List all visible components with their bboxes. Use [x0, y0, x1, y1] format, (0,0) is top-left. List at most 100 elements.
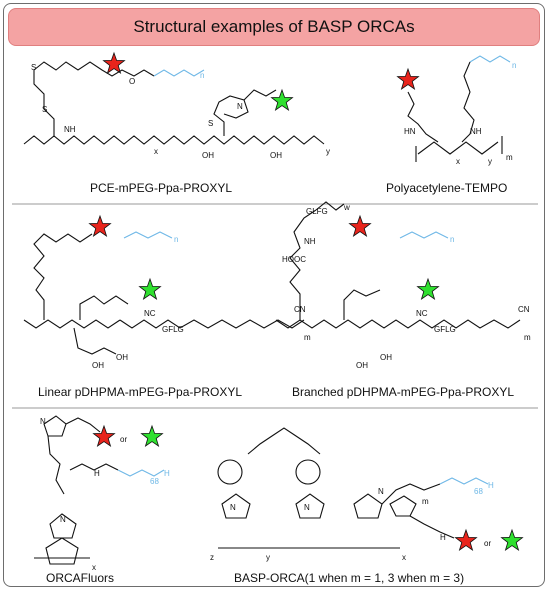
green-star-icon	[501, 529, 523, 551]
red-star-icon	[455, 529, 477, 551]
cn-label: CN	[518, 305, 530, 314]
x-subscript: x	[456, 157, 460, 166]
y-subscript: y	[266, 553, 270, 562]
branched-lysine-arm	[289, 209, 317, 320]
caption-pce: PCE-mPEG-Ppa-PROXYL	[90, 181, 232, 195]
pce-succinimide	[213, 95, 249, 136]
oh-label: OH	[356, 361, 368, 370]
caption-orcafluors: ORCAFluors	[46, 571, 114, 585]
n-label: N	[230, 503, 236, 512]
n-label: N	[60, 515, 66, 524]
structures-canvas: S S NH O N S OH OH n x y PCE-mPEG-Ppa-PR…	[12, 52, 538, 585]
imide-ring	[49, 513, 77, 539]
basp-arm	[381, 483, 441, 505]
pa-right-chain	[461, 61, 475, 143]
panel-branched: GLFG w HOOC NH GFLG NC CN OH OH m n Bran…	[275, 201, 531, 399]
branched-top	[315, 201, 345, 211]
pce-sidechain-right	[243, 89, 277, 101]
linear-sidechain-2	[79, 295, 129, 320]
acetal-crosslinker	[247, 427, 321, 455]
nc-label: NC	[416, 309, 428, 318]
caption-basp: BASP-ORCA(1 when m = 1, 3 when m = 3)	[234, 571, 464, 585]
oh-label: OH	[380, 353, 392, 362]
green-star-icon	[141, 425, 163, 447]
orca-peg	[117, 469, 165, 477]
panel-basp: or N N N H H 68 y z x m BASP-ORCA(1 when…	[210, 427, 523, 585]
nh-label: NH	[64, 125, 76, 134]
pa-left-chain	[407, 91, 439, 143]
caption-linear: Linear pDHPMA-mPEG-Ppa-PROXYL	[38, 385, 242, 399]
peg-n-label: n	[174, 235, 178, 244]
hn-label: HN	[404, 127, 416, 136]
peg-n-label: n	[450, 235, 454, 244]
imide-ring-third	[353, 493, 383, 519]
x-subscript: x	[92, 563, 96, 572]
figure-frame: Structural examples of BASP ORCAs S S NH…	[3, 3, 545, 587]
m-subscript: m	[422, 497, 429, 506]
phenyl-ring-right	[295, 459, 321, 485]
oh-label: OH	[116, 353, 128, 362]
or-label: or	[484, 539, 491, 548]
branched-peg	[399, 231, 449, 239]
panel-linear: GFLG NC CN OH OH m n Linear pDHPMA-mPEG-…	[23, 215, 311, 399]
imide-ring-left	[221, 493, 251, 519]
s-label: S	[42, 105, 47, 114]
n-label: N	[378, 487, 384, 496]
z-subscript: z	[210, 553, 214, 562]
red-star-icon	[349, 215, 371, 237]
peg-n-label: n	[512, 61, 516, 70]
linear-peg	[123, 231, 173, 239]
pce-peg-chain	[153, 69, 205, 77]
n-label: N	[237, 102, 243, 111]
h-label: H	[94, 469, 100, 478]
or-label: or	[120, 435, 127, 444]
h-label: H	[440, 533, 446, 542]
nh-label: NH	[470, 127, 482, 136]
m-subscript: m	[304, 333, 311, 342]
green-star-icon	[417, 278, 439, 300]
glfg-label: GLFG	[306, 207, 328, 216]
figure-title: Structural examples of BASP ORCAs	[133, 17, 415, 36]
gflg-label: GFLG	[434, 325, 456, 334]
green-star-icon	[271, 89, 293, 111]
gflg-label: GFLG	[162, 325, 184, 334]
linear-sidechain-1	[33, 233, 93, 320]
imide-ring-right	[295, 493, 325, 519]
s-label: S	[31, 63, 36, 72]
y-subscript: y	[326, 147, 330, 156]
o-label: O	[129, 77, 135, 86]
oh-label: OH	[92, 361, 104, 370]
peg-n-label: n	[200, 71, 204, 80]
phenyl-ring-left	[217, 459, 243, 485]
w-subscript: w	[343, 203, 350, 212]
y-subscript: y	[488, 157, 492, 166]
oh-label: OH	[270, 151, 282, 160]
pce-backbone	[23, 135, 325, 145]
triazole-ring	[389, 495, 417, 517]
branched-sidechain	[343, 289, 381, 320]
basp-linker	[409, 515, 455, 539]
red-star-icon	[397, 68, 419, 90]
peg-68-label: 68	[474, 487, 483, 496]
caption-polyacetylene: Polyacetylene-TEMPO	[386, 181, 507, 195]
norbornene-ring	[45, 537, 79, 565]
basp-peg	[439, 477, 489, 485]
s-label: S	[208, 119, 213, 128]
oh-label: OH	[202, 151, 214, 160]
linear-tail	[119, 319, 305, 329]
m-subscript: m	[524, 333, 531, 342]
pce-sidechain-left	[33, 61, 155, 136]
pa-backbone	[417, 141, 499, 155]
peg-h-label: H	[164, 469, 170, 478]
pa-peg-chain	[469, 55, 511, 63]
peg-h-label: H	[488, 481, 494, 490]
title-banner: Structural examples of BASP ORCAs	[8, 8, 540, 46]
red-star-icon	[89, 215, 111, 237]
linear-dhpma	[73, 327, 117, 355]
linear-backbone	[23, 319, 121, 329]
cooh-label: HOOC	[282, 255, 306, 264]
m-subscript: m	[506, 153, 513, 162]
n-label: N	[304, 503, 310, 512]
caption-branched: Branched pDHPMA-mPEG-Ppa-PROXYL	[292, 385, 514, 399]
n-label: N	[40, 417, 46, 426]
